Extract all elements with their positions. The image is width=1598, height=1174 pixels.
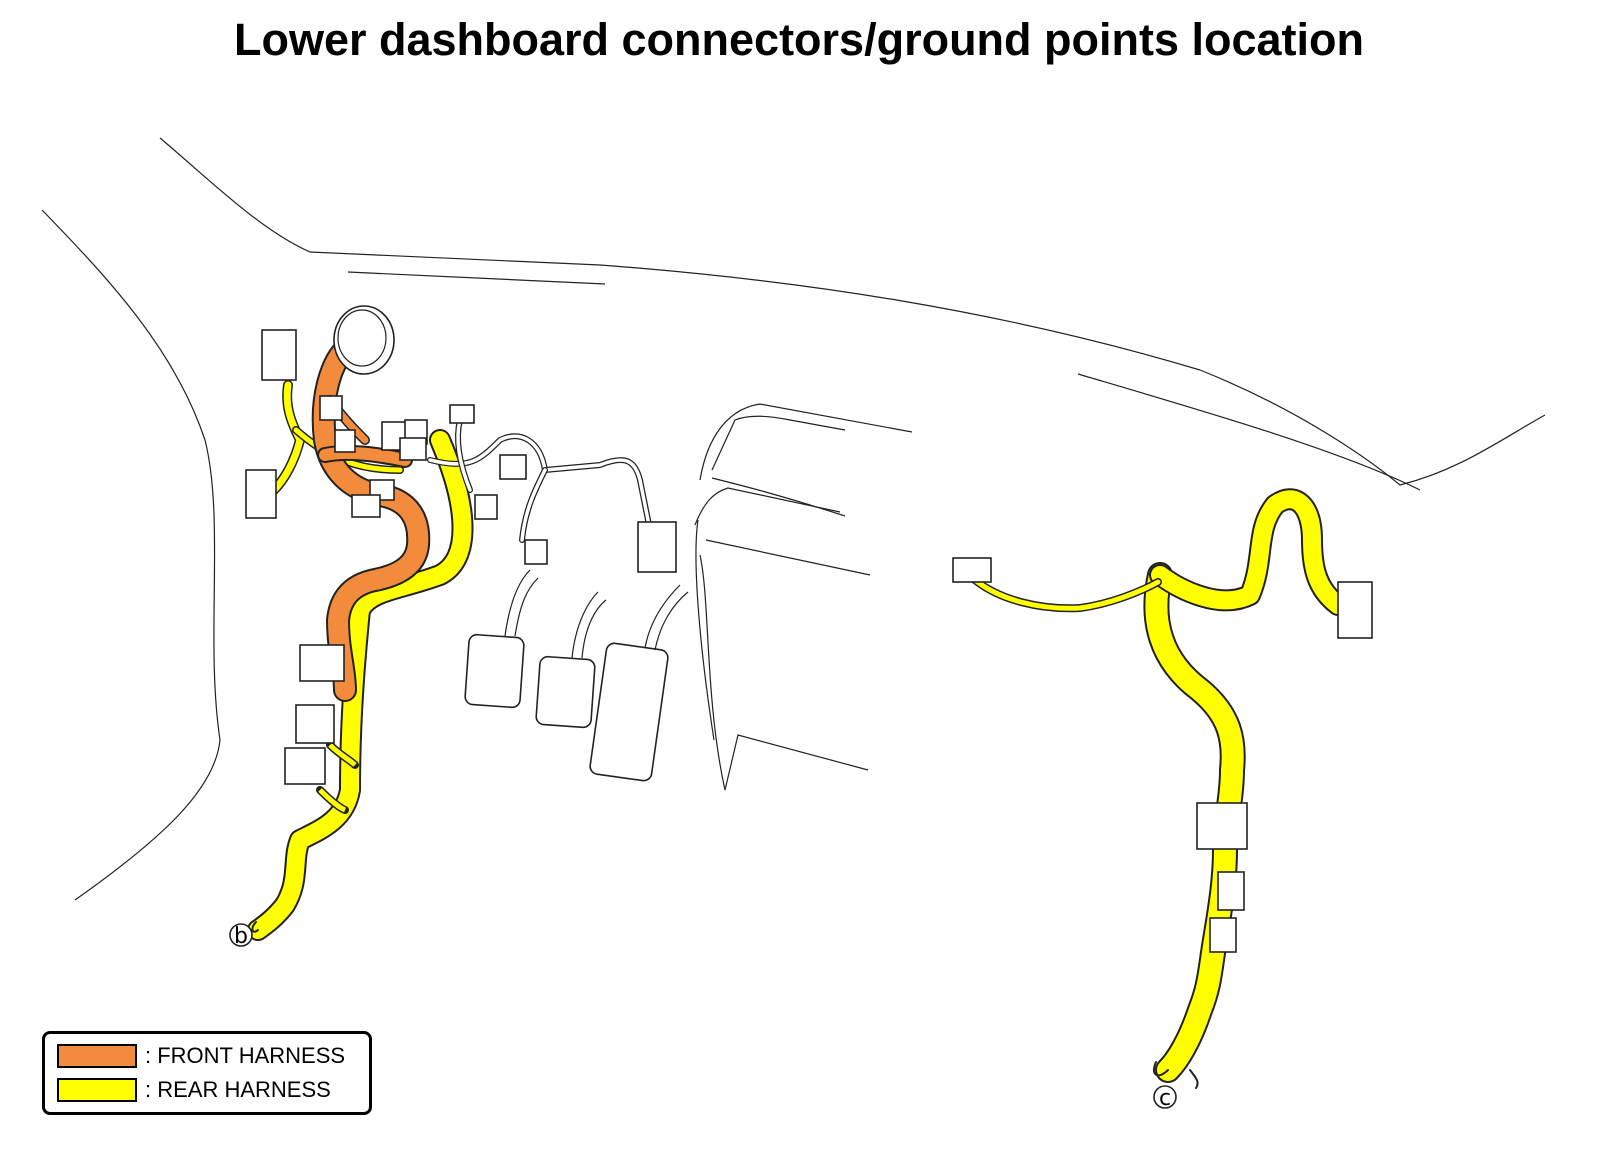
connector (1196, 802, 1248, 850)
ground-marker-c: c (1153, 1085, 1177, 1111)
marker-label: c (1159, 1086, 1171, 1111)
pedals (464, 569, 689, 782)
legend-label: : FRONT HARNESS (145, 1043, 346, 1068)
left-connectors (245, 329, 677, 785)
right-rear-harness (971, 488, 1349, 1089)
connector (334, 429, 356, 453)
legend: : FRONT HARNESS : REAR HARNESS (42, 1031, 372, 1115)
connector (499, 454, 527, 480)
dashboard-outline (41, 137, 1546, 901)
connector (449, 404, 475, 424)
connector (637, 521, 677, 573)
center-wires (427, 417, 653, 543)
right-connectors (952, 557, 1373, 953)
legend-item-front-harness: : FRONT HARNESS (57, 1043, 345, 1069)
connector (284, 747, 326, 785)
connector (295, 704, 335, 744)
connector (1337, 581, 1373, 639)
marker-label: b (234, 924, 248, 949)
legend-label: : REAR HARNESS (145, 1077, 331, 1102)
front-harness-swatch (57, 1044, 137, 1068)
connector (1209, 917, 1237, 953)
connector (1217, 871, 1245, 911)
connector (299, 644, 345, 682)
connector (261, 329, 297, 381)
connector (245, 469, 277, 519)
connector (474, 494, 498, 520)
connector (524, 539, 548, 565)
rear-harness-swatch (57, 1078, 137, 1102)
connector (319, 395, 343, 421)
left-rear-harness (247, 380, 474, 941)
diagram-title: Lower dashboard connectors/ground points… (233, 14, 1365, 65)
connector (399, 437, 427, 461)
legend-item-rear-harness: : REAR HARNESS (57, 1077, 331, 1103)
connector (351, 494, 381, 518)
connector (952, 557, 992, 583)
ground-marker-b: b (229, 923, 253, 949)
ground-grommet (333, 305, 395, 375)
